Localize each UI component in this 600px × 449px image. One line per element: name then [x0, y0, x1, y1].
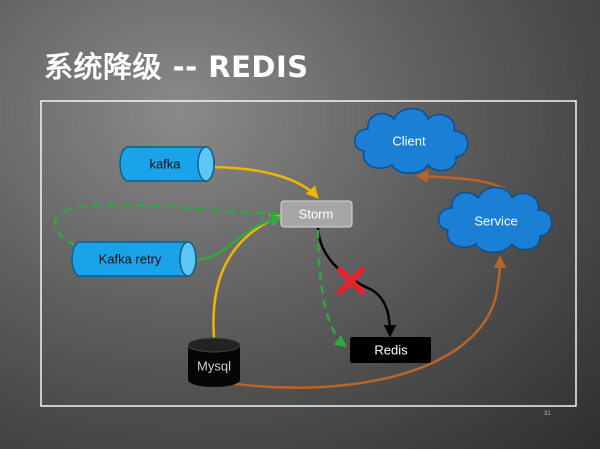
- kafka-label: kafka: [149, 156, 181, 171]
- edge-kafka-to-storm: [213, 165, 319, 199]
- slide-title: 系统降级 -- REDIS: [44, 50, 309, 84]
- page-number: 31: [544, 411, 551, 417]
- edge-mysql-to-storm: [212, 214, 283, 339]
- storm-node: Storm: [280, 200, 353, 228]
- kafka-retry-queue-node: Kafka retry: [71, 241, 197, 277]
- client-label: Client: [392, 133, 426, 148]
- kafka-retry-label: Kafka retry: [99, 251, 162, 266]
- redis-node: Redis: [350, 337, 431, 363]
- edge-storm-to-redis-failed: [316, 227, 397, 338]
- storm-label: Storm: [299, 206, 334, 221]
- edge-mysql-to-service: [214, 255, 507, 389]
- edge-storm-to-redis-dashed: [316, 229, 347, 348]
- mysql-db-node: Mysql: [187, 337, 241, 387]
- edge-storm-to-kafka-retry-dashed: [53, 203, 281, 247]
- failure-cross-icon: [337, 267, 365, 295]
- service-label: Service: [474, 213, 517, 228]
- service-cloud-node: Service: [438, 186, 553, 253]
- client-cloud-node: Client: [354, 107, 469, 174]
- kafka-queue-node: kafka: [119, 146, 215, 182]
- edge-kafka-retry-to-storm: [194, 213, 283, 262]
- diagram-frame: [40, 100, 577, 407]
- mysql-label: Mysql: [197, 358, 231, 373]
- redis-label: Redis: [374, 342, 408, 357]
